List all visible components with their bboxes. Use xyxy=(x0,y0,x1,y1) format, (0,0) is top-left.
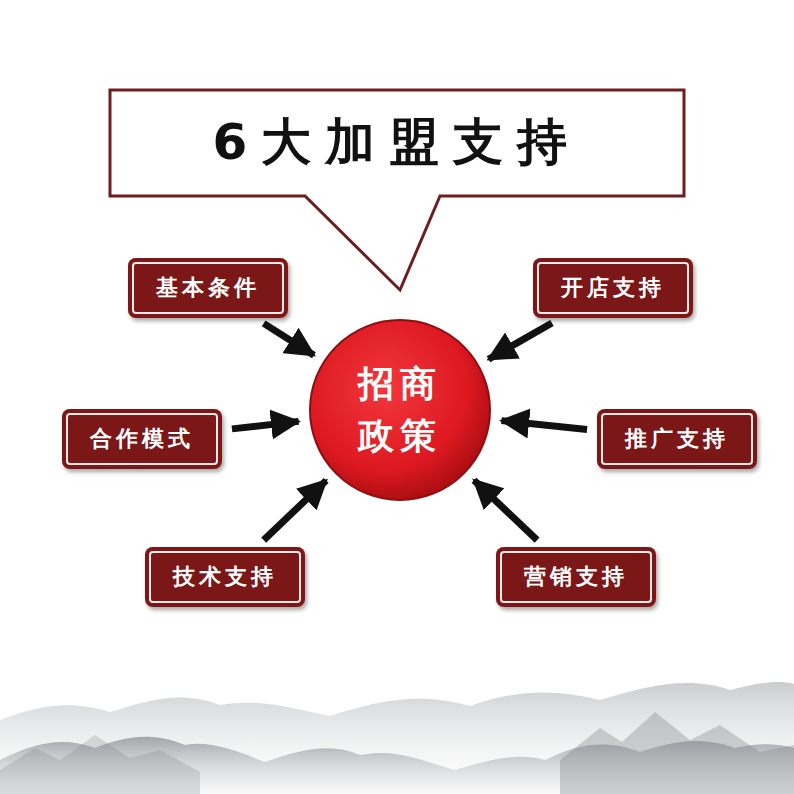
circle-outline xyxy=(308,318,492,502)
support-box: 营销支持 xyxy=(496,547,656,607)
node-label: 基本条件 xyxy=(156,273,260,303)
support-box: 基本条件 xyxy=(128,258,288,318)
support-box: 开店支持 xyxy=(533,258,693,318)
node-label: 开店支持 xyxy=(561,273,665,303)
support-box: 推广支持 xyxy=(597,409,757,469)
node-label: 招商 政策 xyxy=(358,358,442,462)
circle-fill xyxy=(310,320,490,500)
node-label: 推广支持 xyxy=(625,424,729,454)
far-mountains xyxy=(0,682,794,794)
arrow-connector xyxy=(264,323,314,355)
mountain-ridge xyxy=(0,735,200,794)
arrow-connector xyxy=(501,421,587,430)
node-label: 合作模式 xyxy=(90,424,194,454)
center-circle: 招商 政策 xyxy=(308,318,492,502)
arrow-connector xyxy=(489,323,552,359)
support-box: 技术支持 xyxy=(145,547,305,607)
node-label: 技术支持 xyxy=(173,562,277,592)
mountain-ridge xyxy=(560,712,794,794)
arrow-connector xyxy=(232,421,299,428)
support-box: 合作模式 xyxy=(62,409,222,469)
title-text: 6大加盟支持 xyxy=(108,88,686,196)
node-label: 营销支持 xyxy=(524,562,628,592)
arrow-connector xyxy=(474,480,537,540)
arrow-connector xyxy=(264,480,327,540)
